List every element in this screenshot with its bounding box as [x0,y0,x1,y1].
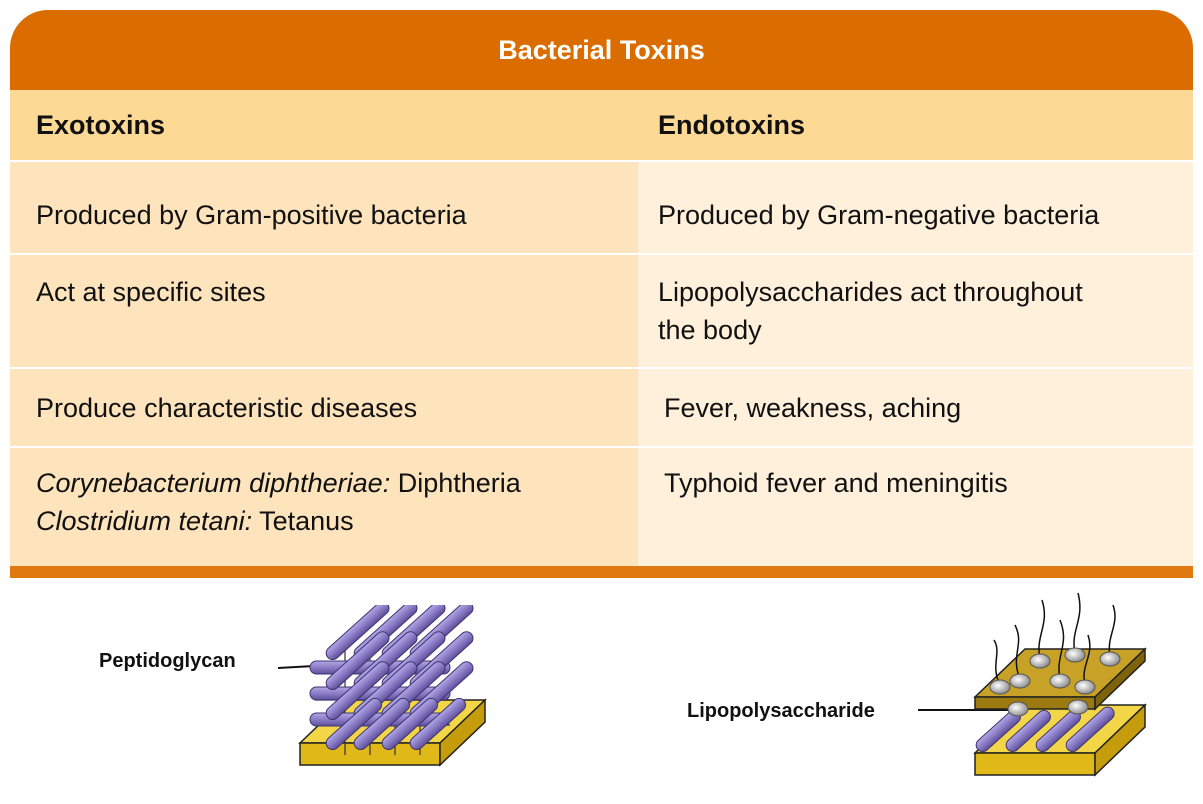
cell-line: the body [658,315,762,345]
cell-exotoxin: Act at specific sites [10,255,638,367]
peptidoglycan-diagram [277,605,487,767]
cell-line: Clostridium tetani: Tetanus [36,502,638,540]
cell-exotoxin: Produce characteristic diseases [10,369,638,446]
lipopolysaccharide-label: Lipopolysaccharide [687,700,875,722]
cell-endotoxin: Lipopolysaccharides act throughout the b… [638,255,1193,367]
species-name: Corynebacterium diphtheriae: [36,468,391,498]
table-row: Act at specific sites Lipopolysaccharide… [10,255,1193,367]
peptidoglycan-label: Peptidoglycan [99,650,236,672]
header-exotoxins: Exotoxins [36,110,166,140]
table-row: Corynebacterium diphtheriae: Diphtheria … [10,448,1193,566]
cell-line: Corynebacterium diphtheriae: Diphtheria [36,464,638,502]
cell-endotoxin: Typhoid fever and meningitis [638,448,1193,566]
cell-endotoxin: Fever, weakness, aching [638,369,1193,446]
toxins-table: Bacterial Toxins Exotoxins Endotoxins Pr… [10,10,1193,578]
header-endotoxins: Endotoxins [658,110,805,140]
table-header-row: Exotoxins Endotoxins [10,90,1193,160]
cell-endotoxin: Produced by Gram-negative bacteria [638,162,1193,253]
disease-name: Tetanus [252,506,354,536]
table-row: Produced by Gram-positive bacteria Produ… [10,162,1193,253]
cell-exotoxin: Corynebacterium diphtheriae: Diphtheria … [10,448,638,566]
table-title: Bacterial Toxins [10,10,1193,90]
table-bottom-bar [10,566,1193,578]
cell-exotoxin: Produced by Gram-positive bacteria [10,162,638,253]
species-name: Clostridium tetani: [36,506,253,536]
table-row: Produce characteristic diseases Fever, w… [10,369,1193,446]
cell-line: Lipopolysaccharides act throughout [658,277,1083,307]
disease-name: Diphtheria [390,468,521,498]
lipopolysaccharide-diagram [918,592,1147,777]
